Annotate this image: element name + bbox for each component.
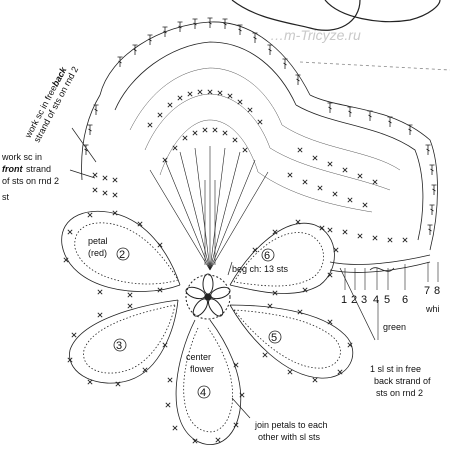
svg-text:5: 5 [384, 294, 390, 306]
petal-number-badges: 2 3 4 5 6 [113, 247, 282, 399]
label-green: green [383, 322, 406, 332]
label-beg-ch: beg ch: 13 sts [232, 264, 289, 274]
svg-text:8: 8 [434, 285, 440, 297]
watermark: …m-Tricyze.ru [270, 27, 361, 43]
stem-band [329, 254, 431, 273]
leaf-inner-rows [129, 67, 401, 213]
leaf-border-stitches [83, 17, 437, 236]
label-back-strand: work sc in free back strand of sts on rn… [22, 65, 80, 145]
petal-2 [61, 210, 181, 292]
svg-text:of sts on rnd 2: of sts on rnd 2 [2, 176, 59, 186]
label-flower: flower [190, 364, 214, 374]
label-join-2: other with sl sts [258, 432, 321, 442]
svg-text:1: 1 [341, 294, 347, 306]
center-flower [185, 273, 231, 320]
label-white: whi [425, 304, 440, 314]
label-petal: petal [88, 236, 108, 246]
label-join-1: join petals to each [254, 420, 328, 430]
label-sl-st-2: back strand of [374, 376, 431, 386]
round-numbers: 1 2 3 4 5 6 7 8 [341, 285, 440, 306]
label-sl-st-1: 1 sl st in free [370, 364, 421, 374]
label-front-strand: work sc in front strand of sts on rnd 2 … [1, 152, 59, 202]
leaf-outer-border [81, 21, 438, 251]
svg-text:strand: strand [26, 164, 51, 174]
svg-text:front: front [2, 164, 23, 174]
svg-text:7: 7 [424, 285, 430, 297]
svg-text:st: st [2, 192, 10, 202]
petal-3 [69, 299, 179, 384]
label-sl-st-3: sts on rnd 2 [376, 388, 423, 398]
svg-text:2: 2 [119, 249, 125, 261]
svg-text:6: 6 [402, 294, 408, 306]
svg-text:4: 4 [373, 294, 379, 306]
pointer-lines [69, 127, 376, 419]
label-center: center [186, 352, 211, 362]
label-red: (red) [88, 248, 107, 258]
svg-text:5: 5 [271, 332, 277, 344]
svg-text:3: 3 [361, 294, 367, 306]
svg-text:3: 3 [116, 340, 122, 352]
svg-text:4: 4 [200, 387, 206, 399]
svg-text:6: 6 [264, 250, 270, 262]
petal-6 [229, 223, 335, 294]
stem-fan [149, 146, 269, 271]
petal-5 [229, 304, 354, 379]
petal-4 [175, 319, 242, 445]
neighbor-motif-fragment [231, 0, 450, 71]
svg-text:work sc in: work sc in [1, 152, 42, 162]
svg-text:2: 2 [351, 294, 357, 306]
